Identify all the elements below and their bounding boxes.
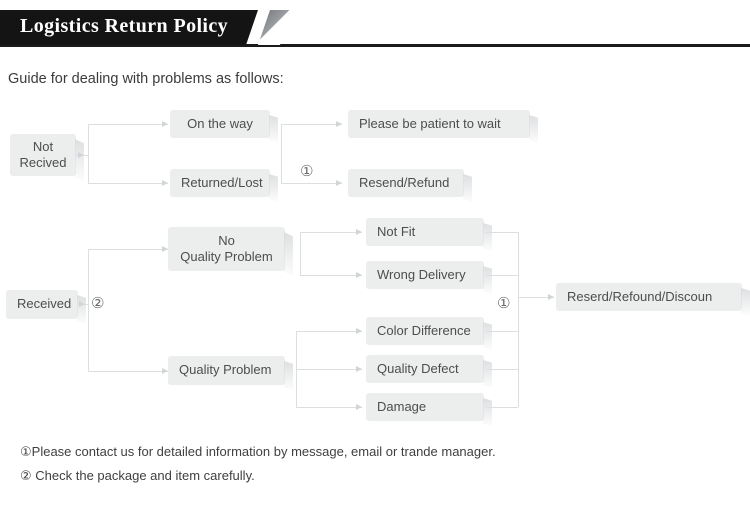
node-received: Received (6, 290, 78, 319)
arrow-to-on-the-way (162, 120, 168, 127)
node-wrong-delivery: Wrong Delivery (366, 261, 484, 289)
node-not-fit-label: Not Fit (377, 223, 416, 239)
node-quality-problem: Quality Problem (168, 356, 285, 385)
node-resend-refund-label: Resend/Refund (359, 174, 450, 190)
node-wrong-delivery-label: Wrong Delivery (377, 266, 466, 282)
marker-note-1-section1: ① (300, 162, 314, 180)
node-on-the-way: On the way (170, 110, 270, 138)
node-color-difference-label: Color Difference (377, 322, 471, 338)
arrow-to-not-fit (356, 228, 362, 235)
connector-collect-damage (486, 407, 518, 408)
arrow-root1-out (78, 151, 84, 158)
arrow-to-quality-defect (356, 365, 362, 372)
node-resend-refund-discount-label: Reserd/Refound/Discoun (567, 288, 713, 304)
node-not-recived: Not Recived (10, 134, 76, 176)
node-on-the-way-label: On the way (187, 115, 253, 131)
connector-to-damage (296, 407, 362, 408)
node-no-quality-problem-line1: No (218, 232, 235, 248)
node-no-quality-problem-line2: Quality Problem (180, 249, 273, 264)
arrow-to-no-quality-problem (162, 245, 168, 252)
arrow-to-outcome (548, 293, 554, 300)
footer-note-2: ② Check the package and item carefully. (20, 468, 255, 484)
connector-bus-1 (88, 124, 89, 184)
node-color-difference: Color Difference (366, 317, 484, 345)
node-please-be-patient-label: Please be patient to wait (359, 115, 501, 131)
header-wedge-icon (258, 10, 292, 45)
node-returned-lost: Returned/Lost (170, 169, 270, 197)
node-resend-refund: Resend/Refund (348, 169, 464, 197)
connector-to-wrong-delivery (300, 275, 362, 276)
page-title: Logistics Return Policy (20, 15, 229, 37)
marker-note-1-section2: ① (497, 294, 511, 312)
connector-bus-6 (518, 232, 519, 407)
arrow-to-returned-lost (162, 179, 168, 186)
connector-to-no-quality-problem (88, 249, 168, 250)
connector-to-color-difference (296, 331, 362, 332)
footer-note-1: ①Please contact us for detailed informat… (20, 444, 496, 460)
connector-collect-not-fit (486, 232, 518, 233)
subtitle: Guide for dealing with problems as follo… (8, 71, 284, 87)
node-resend-refund-discount: Reserd/Refound/Discoun (556, 283, 742, 311)
marker-note-2: ② (91, 294, 105, 312)
arrow-to-color-difference (356, 327, 362, 334)
node-please-be-patient: Please be patient to wait (348, 110, 530, 138)
footer-note-2-text: Check the package and item carefully. (35, 468, 255, 483)
arrow-to-be-patient (336, 120, 342, 127)
node-damage: Damage (366, 393, 484, 421)
header-rule (0, 44, 750, 47)
node-quality-defect: Quality Defect (366, 355, 484, 383)
header-bar (0, 10, 258, 45)
connector-bus2-top (281, 124, 342, 125)
connector-bus-2 (281, 124, 282, 184)
arrow-to-quality-problem (162, 367, 168, 374)
connector-bus2-bottom (281, 183, 342, 184)
node-not-recived-line2: Recived (19, 155, 67, 170)
arrow-to-wrong-delivery (356, 271, 362, 278)
node-not-fit: Not Fit (366, 218, 484, 246)
footer-note-2-num: ② (20, 469, 32, 484)
connector-to-quality-problem (88, 371, 168, 372)
connector-to-outcome (518, 297, 554, 298)
connector-to-quality-defect (296, 369, 362, 370)
node-returned-lost-label: Returned/Lost (181, 174, 263, 190)
footer-note-1-num: ① (20, 445, 32, 460)
node-no-quality-problem: No Quality Problem (168, 227, 285, 271)
connector-to-returned-lost (88, 183, 168, 184)
node-not-recived-line1: Not (32, 138, 54, 154)
connector-to-on-the-way (88, 124, 168, 125)
arrow-root2-out (79, 300, 85, 307)
connector-collect-wrong-delivery (486, 275, 518, 276)
connector-collect-color-difference (486, 331, 518, 332)
arrow-to-resend-refund (336, 179, 342, 186)
connector-collect-quality-defect (486, 369, 518, 370)
footer-note-1-text: Please contact us for detailed informati… (31, 444, 496, 459)
node-received-label: Received (17, 296, 72, 312)
node-quality-problem-label: Quality Problem (179, 362, 272, 378)
node-damage-label: Damage (377, 398, 427, 414)
connector-bus-3 (88, 249, 89, 371)
connector-bus-4 (300, 232, 301, 275)
arrow-to-damage (356, 403, 362, 410)
node-quality-defect-label: Quality Defect (377, 360, 459, 376)
connector-to-not-fit (300, 232, 362, 233)
